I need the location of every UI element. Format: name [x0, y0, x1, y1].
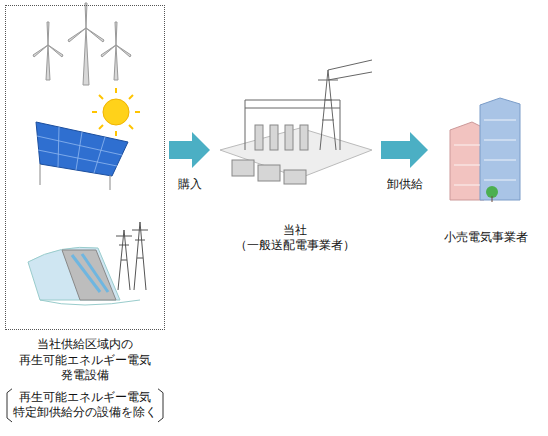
facility-region: 当社供給区域内の 再生可能エネルギー電気 発電設備再生可能エネルギー電気 特定卸…: [5, 5, 165, 330]
flow-arrow: [169, 132, 210, 168]
substation: [220, 60, 372, 184]
text-group: 小売電気事業者: [431, 230, 541, 246]
region-note: 再生可能エネルギー電気 特定卸供給分の設備を除く: [9, 390, 161, 421]
bracket: [158, 389, 163, 422]
buildings: [450, 98, 520, 202]
region-heading: 当社供給区域内の 再生可能エネルギー電気 発電設備: [9, 337, 161, 384]
edge-label: 卸供給: [385, 176, 425, 193]
solar-panel: [36, 122, 128, 190]
text-group: 当社供給区域内の 再生可能エネルギー電気 発電設備再生可能エネルギー電気 特定卸…: [9, 337, 161, 421]
company-label: 当社 （一般送配電事業者）: [229, 223, 361, 254]
bracket: [7, 389, 163, 422]
text-group: 当社 （一般送配電事業者）: [229, 223, 361, 254]
wind-turbines: [33, 3, 131, 85]
bracket: [7, 389, 12, 422]
node-box: 小売電気事業者: [430, 90, 542, 250]
hydro-dam: [28, 222, 148, 305]
flow-arrow: [381, 132, 428, 168]
edge-label: 購入: [176, 176, 204, 193]
retailer-label: 小売電気事業者: [431, 230, 541, 246]
node-box: 当社 （一般送配電事業者）: [212, 80, 377, 258]
sun: [92, 88, 140, 136]
